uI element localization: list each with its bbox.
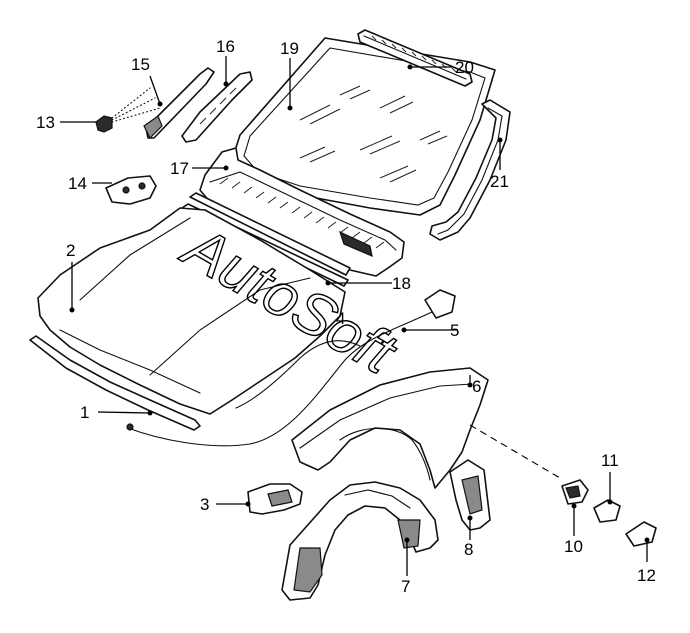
hood-part <box>37 207 346 415</box>
leader-lines <box>60 56 648 576</box>
callout-3: 3 <box>200 495 209 514</box>
windshield-part <box>231 37 496 216</box>
callout-19: 19 <box>280 39 299 58</box>
connection-line <box>469 424 561 479</box>
washer-nozzle-part <box>95 87 161 133</box>
callout-21: 21 <box>490 172 509 191</box>
side-moulding-part <box>429 99 511 241</box>
callout-14: 14 <box>68 174 87 193</box>
leader-dots <box>69 64 650 543</box>
callout-5: 5 <box>450 321 459 340</box>
wiper-blade-part <box>181 71 253 143</box>
clip-part-10 <box>561 479 589 505</box>
callout-15: 15 <box>131 55 150 74</box>
top-moulding-part <box>357 29 473 87</box>
hood-cable-part <box>126 289 456 447</box>
callout-1: 1 <box>80 403 89 422</box>
mud-flap-part <box>449 459 491 531</box>
callout-7: 7 <box>401 577 410 596</box>
callout-20: 20 <box>455 58 474 77</box>
hinge-part <box>105 175 157 205</box>
callout-13: 13 <box>36 113 55 132</box>
callout-2: 2 <box>66 241 75 260</box>
callout-12: 12 <box>637 566 656 585</box>
callout-18: 18 <box>392 274 411 293</box>
callout-16: 16 <box>216 37 235 56</box>
wiper-arm-part <box>143 67 215 140</box>
clip-part-12 <box>625 521 657 547</box>
callout-4: 4 <box>336 309 345 328</box>
callout-8: 8 <box>464 540 473 559</box>
front-seal-part <box>29 335 201 431</box>
bracket-part <box>247 483 303 515</box>
callout-11: 11 <box>601 451 619 470</box>
callout-17: 17 <box>170 159 189 178</box>
callout-10: 10 <box>564 537 583 556</box>
callout-labels: 1 2 3 4 5 6 7 8 10 11 12 13 14 15 16 17 … <box>36 37 656 596</box>
fender-part <box>291 367 489 489</box>
fender-liner-part <box>281 481 439 601</box>
clip-part-11 <box>593 499 621 523</box>
callout-6: 6 <box>472 377 481 396</box>
